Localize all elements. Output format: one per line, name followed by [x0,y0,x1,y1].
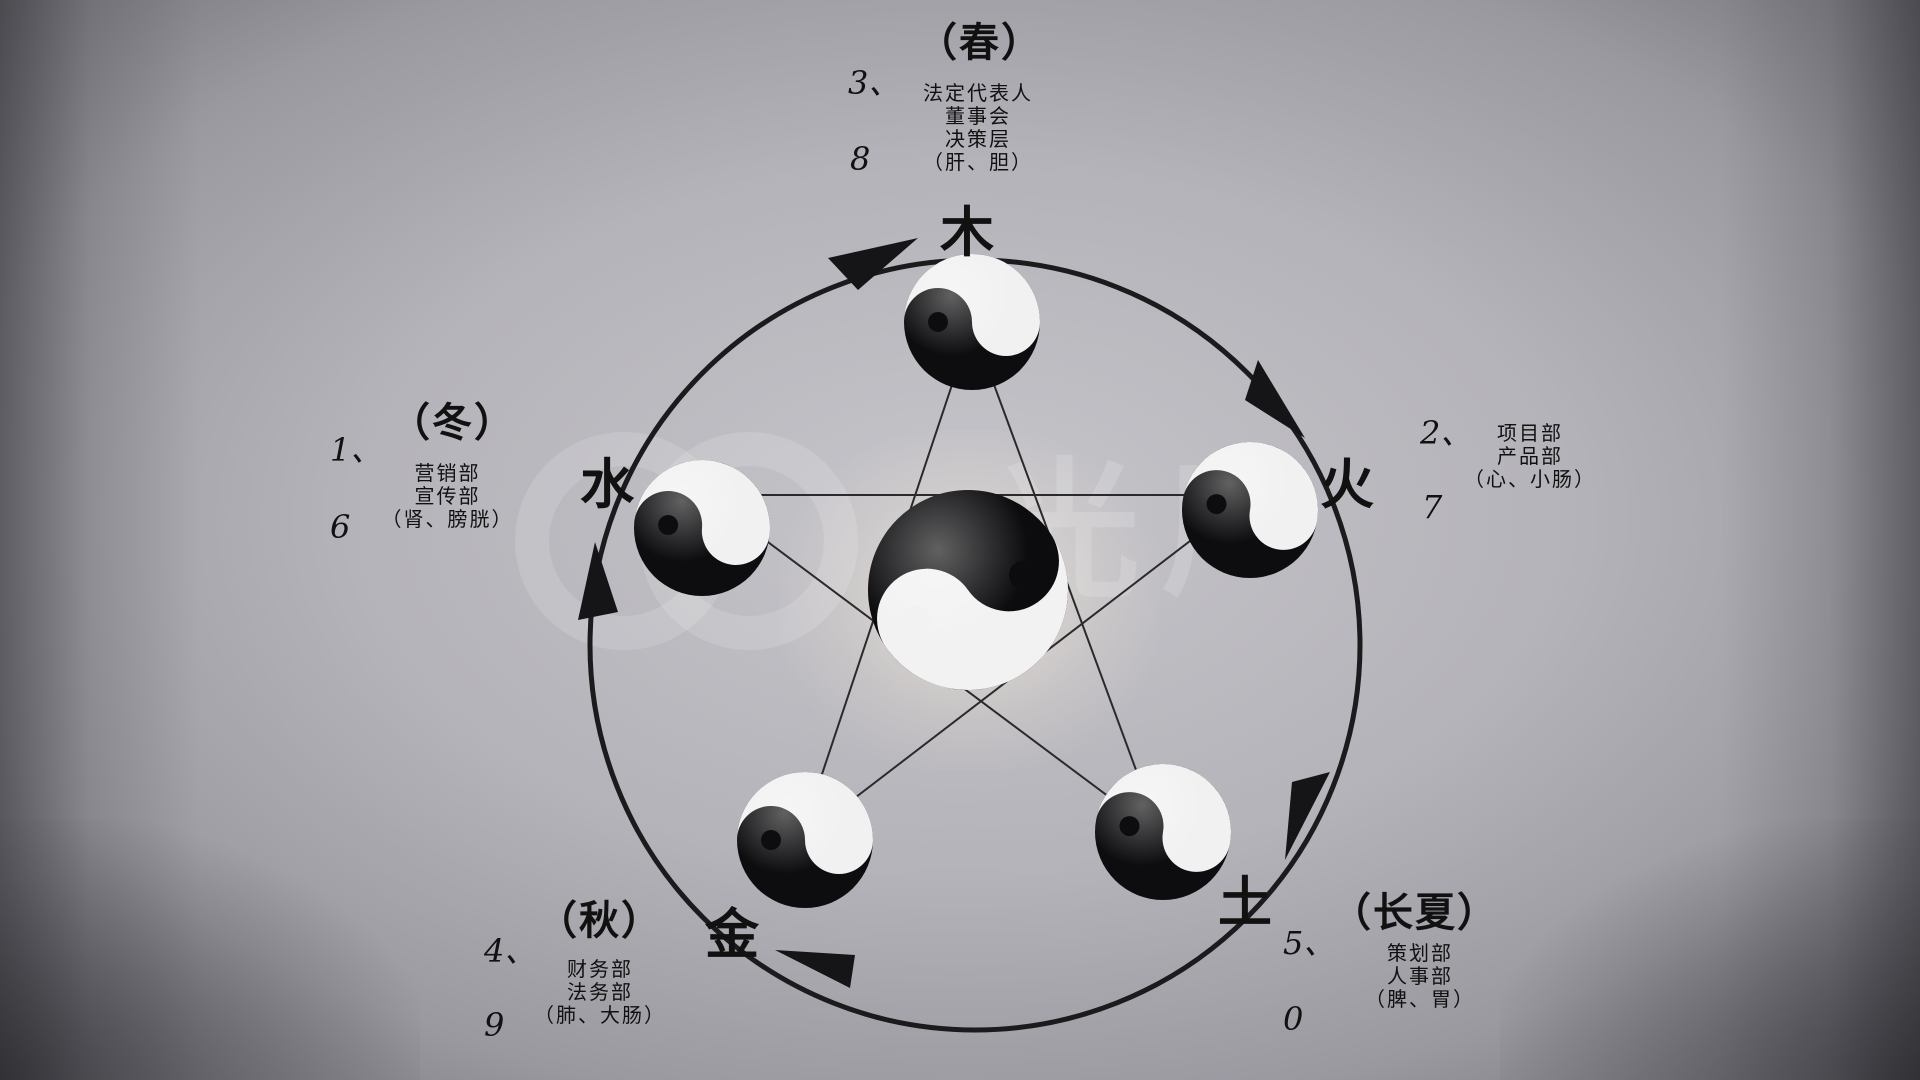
element-wood-label: 木 [940,200,994,264]
element-water-label: 水 [580,452,634,516]
element-metal-label: 金 [705,902,759,966]
season-earth: （长夏） [1331,889,1499,936]
number-fire: 7 [1422,488,1443,526]
dept-water-1: 营销部 [414,461,481,485]
number-wood: 8 [850,140,871,178]
ink-wash-bottom-left [0,820,420,1080]
element-earth-label: 土 [1218,870,1272,934]
dept-list-earth: 策划部 人事部 （脾、胃） [1330,942,1510,1011]
arrow-metal-to-water [578,542,618,620]
organ-earth: （脾、胃） [1365,987,1475,1011]
arrow-earth-to-metal [775,950,855,988]
season-water: （冬） [390,399,516,446]
index-earth: 5、 [1283,924,1336,962]
arrow-water-to-wood [828,238,918,290]
index-wood: 3、 [848,64,901,102]
index-metal: 4、 [484,932,537,970]
dept-fire-2: 产品部 [1497,444,1563,468]
dept-wood-2: 董事会 [945,104,1011,128]
season-metal: （秋） [537,897,663,944]
cycle-arrows [578,238,1330,988]
organ-metal: （肺、大肠） [534,1003,666,1027]
dept-list-metal: 财务部 法务部 （肺、大肠） [515,958,685,1027]
dept-earth-2: 人事部 [1387,964,1453,988]
taiji-ball-fire-icon [1182,442,1318,578]
dept-water-2: 宣传部 [414,484,481,508]
organ-wood: （肝、胆） [923,150,1033,174]
number-earth: 0 [1283,1000,1304,1038]
number-metal: 9 [484,1006,505,1044]
taiji-ball-metal-icon [737,772,873,908]
center-taiji-icon [868,490,1068,690]
ink-wash-bottom-right [1500,820,1920,1080]
dept-metal-2: 法务部 [567,980,633,1004]
element-fire-label: 火 [1320,452,1374,516]
dept-list-wood: 法定代表人 董事会 决策层 （肝、胆） [888,82,1068,174]
organ-water: （肾、膀胱） [381,507,514,531]
dept-list-water: 营销部 宣传部 （肾、膀胱） [365,462,530,531]
arrow-wood-to-fire [1245,360,1305,438]
season-wood: （春） [917,19,1043,66]
dept-earth-1: 策划部 [1387,941,1453,965]
dept-wood-3: 决策层 [945,127,1011,151]
taiji-ball-wood-icon [904,254,1040,390]
number-water: 6 [330,508,351,546]
dept-list-fire: 项目部 产品部 （心、小肠） [1440,422,1620,491]
taiji-ball-earth-icon [1095,764,1231,900]
organ-fire: （心、小肠） [1464,467,1596,491]
taiji-ball-water-icon [634,460,770,596]
arrow-fire-to-earth [1285,772,1330,860]
index-fire: 2、 [1420,414,1473,452]
dept-wood-1: 法定代表人 [923,81,1033,105]
dept-fire-1: 项目部 [1497,421,1563,445]
element-taiji-group [634,254,1318,908]
dept-metal-1: 财务部 [567,957,633,981]
index-water: 1、 [330,431,383,469]
